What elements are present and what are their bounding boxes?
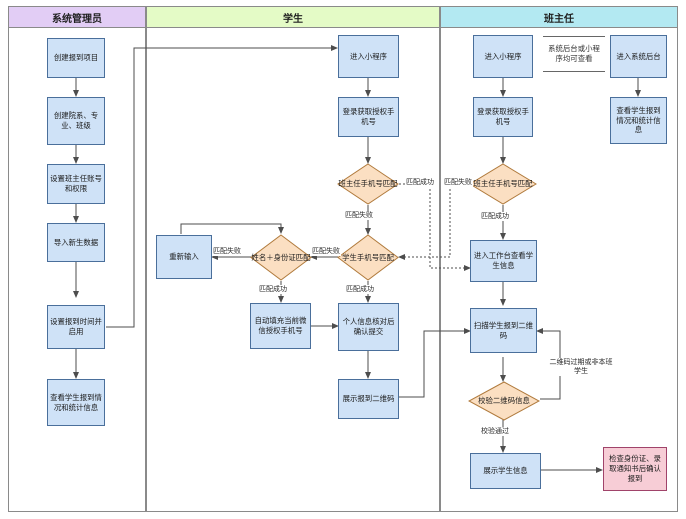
node-label: 创建报到项目 xyxy=(53,53,99,62)
decision-student-teacher-phone-match[interactable]: 班主任手机号匹配 xyxy=(337,163,399,205)
node-label: 登录获取授权手机号 xyxy=(342,107,395,126)
edge-label-s4-success: 匹配成功 xyxy=(345,285,375,294)
decision-name-idcard-match[interactable]: 姓名＋身份证匹配 xyxy=(250,234,312,281)
decision-teacher-phone-match[interactable]: 班主任手机号匹配 xyxy=(469,163,537,205)
lane-header-teacher: 班主任 xyxy=(440,6,678,28)
edge-label-s5-success: 匹配成功 xyxy=(258,285,288,294)
node-admin-view-statistics[interactable]: 查看学生报到情况和统计信息 xyxy=(47,379,105,426)
node-verify-documents-confirm[interactable]: 检查身份证、录取通知书后确认报到 xyxy=(603,447,667,491)
node-label: 查看学生报到情况和统计信息 xyxy=(616,105,661,135)
edge-label-t3-success: 匹配成功 xyxy=(480,212,510,221)
node-create-org-structure[interactable]: 创建院系、专业、班级 xyxy=(47,97,105,145)
node-confirm-submit-info[interactable]: 个人信息核对后确认提交 xyxy=(338,303,399,351)
edge-label-teacher-match-fail: 匹配失败 xyxy=(443,178,473,187)
edge-label-verify-passed: 校验通过 xyxy=(480,427,510,436)
node-label: 进入系统后台 xyxy=(616,51,661,61)
node-set-checkin-time[interactable]: 设置报到时间并启用 xyxy=(47,305,105,349)
node-teacher-enter-miniprogram[interactable]: 进入小程序 xyxy=(473,35,533,78)
node-label: 个人信息核对后确认提交 xyxy=(342,317,395,336)
node-reenter-input[interactable]: 重新输入 xyxy=(156,235,212,279)
node-label: 查看学生报到情况和统计信息 xyxy=(50,392,102,412)
node-autofill-wechat-phone[interactable]: 自动填充当前微信授权手机号 xyxy=(250,303,311,349)
decision-verify-qrcode-info[interactable]: 校验二维码信息 xyxy=(467,381,541,421)
node-label: 检查身份证、录取通知书后确认报到 xyxy=(609,454,661,483)
node-student-login-get-phone[interactable]: 登录获取授权手机号 xyxy=(338,97,399,137)
node-label: 登录获取授权手机号 xyxy=(477,107,529,126)
diamond-shape xyxy=(337,163,399,205)
node-show-checkin-qrcode[interactable]: 展示报到二维码 xyxy=(338,379,399,419)
node-label: 设置班主任账号和权限 xyxy=(50,174,102,193)
edge-label-s5-fail-to-reenter: 匹配失败 xyxy=(212,247,242,256)
node-show-student-info[interactable]: 展示学生信息 xyxy=(470,453,541,489)
node-label: 设置报到时间并启用 xyxy=(50,317,102,336)
note-view-channels: 系统后台或小程序均可查看 xyxy=(543,36,605,72)
node-label: 导入新生数据 xyxy=(53,237,99,247)
node-label: 进入小程序 xyxy=(484,51,522,61)
lane-title-teacher: 班主任 xyxy=(544,13,574,25)
node-label: 自动填充当前微信授权手机号 xyxy=(254,316,307,335)
edge-label-qrcode-expired: 二维码过期或非本班学生 xyxy=(548,358,614,376)
node-create-checkin-project[interactable]: 创建报到项目 xyxy=(47,38,105,78)
node-setup-teacher-account[interactable]: 设置班主任账号和权限 xyxy=(47,164,105,204)
node-import-freshman-data[interactable]: 导入新生数据 xyxy=(47,223,105,262)
node-teacher-enter-backend[interactable]: 进入系统后台 xyxy=(610,35,667,78)
edge-label-s3-fail: 匹配失败 xyxy=(344,211,374,220)
diamond-shape xyxy=(469,163,537,205)
edge-label-s4-fail-to-s5: 匹配失败 xyxy=(311,247,341,256)
diamond-shape xyxy=(337,234,399,281)
diamond-shape xyxy=(467,381,541,421)
node-label: 重新输入 xyxy=(169,252,199,261)
node-label: 扫描学生报到二维码 xyxy=(473,320,534,340)
lane-title-student: 学生 xyxy=(283,13,303,25)
node-label: 进入小程序 xyxy=(350,51,387,61)
lane-body-teacher xyxy=(440,28,678,512)
node-scan-student-qrcode[interactable]: 扫描学生报到二维码 xyxy=(470,308,537,353)
lane-title-admin: 系统管理员 xyxy=(52,13,102,25)
node-teacher-login-get-phone[interactable]: 登录获取授权手机号 xyxy=(473,97,533,137)
note-label: 系统后台或小程序均可查看 xyxy=(548,44,600,63)
node-workbench-view-students[interactable]: 进入工作台查看学生信息 xyxy=(470,240,537,282)
node-label: 展示报到二维码 xyxy=(342,394,395,403)
edge-label-student-teacher-match-success: 匹配成功 xyxy=(405,178,435,187)
node-teacher-view-statistics[interactable]: 查看学生报到情况和统计信息 xyxy=(610,97,667,144)
node-student-enter-miniprogram[interactable]: 进入小程序 xyxy=(338,35,399,78)
lane-header-student: 学生 xyxy=(146,6,440,28)
lane-header-admin: 系统管理员 xyxy=(8,6,146,28)
decision-student-phone-match[interactable]: 学生手机号匹配 xyxy=(337,234,399,281)
node-label: 进入工作台查看学生信息 xyxy=(473,251,534,270)
node-label: 展示学生信息 xyxy=(483,466,528,475)
node-label: 创建院系、专业、班级 xyxy=(53,111,99,130)
diamond-shape xyxy=(250,234,312,281)
